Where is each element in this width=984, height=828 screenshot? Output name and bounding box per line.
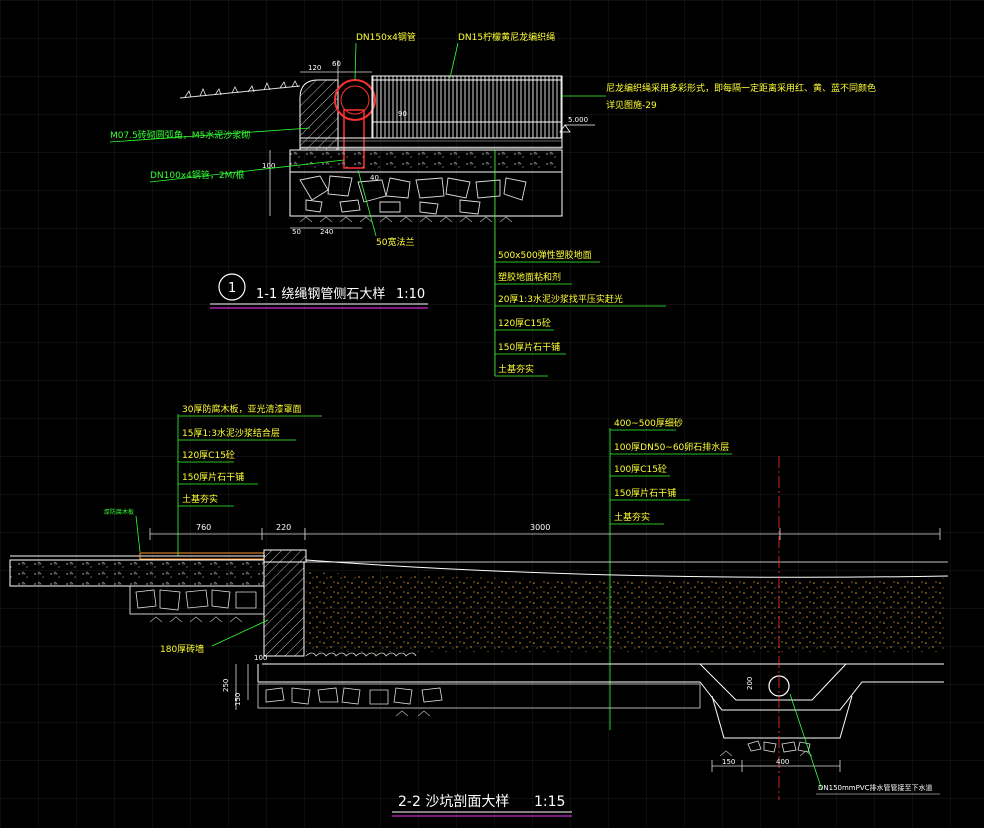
right-layer-0: 400~500厚细砂	[614, 417, 683, 429]
layer1-item-0: 500x500弹性塑胶地面	[498, 249, 592, 261]
stone-base	[257, 683, 701, 709]
dim-40: 40	[370, 174, 379, 182]
dn150-pipe-inner	[340, 85, 370, 115]
label-rope-note2: 详见图施-29	[606, 99, 657, 111]
detail2-left-dims	[235, 664, 249, 710]
detail2-title: 2-2 沙坑剖面大样	[398, 794, 509, 810]
dim-3000: 3000	[530, 523, 550, 532]
label-rope-note1: 尼龙编织绳采用多彩形式，即每隔一定距离采用红、黄、蓝不同颜色	[606, 82, 876, 94]
left-layer-3: 150厚片石干铺	[182, 471, 244, 483]
detail1-dimensions	[269, 60, 372, 229]
label-wood-small: 厚防腐木板	[104, 508, 134, 516]
dim-200: 200	[746, 677, 754, 690]
dim-220: 220	[276, 523, 291, 532]
label-dn150: DN150x4钢管	[356, 31, 416, 43]
dim-100: 100	[262, 162, 275, 170]
layer1-item-2: 20厚1:3水泥沙浆找平压实赶光	[498, 293, 623, 305]
dim-120: 120	[308, 64, 321, 72]
trough-base	[711, 695, 853, 739]
label-drain: DN150mmPVC排水管管接至下水道	[818, 783, 933, 792]
stone-trough-pattern	[747, 740, 811, 753]
left-layer-4: 土基夯实	[182, 493, 218, 505]
rope-mesh	[371, 75, 563, 139]
stone-base-pattern	[265, 687, 443, 705]
leader-wall	[211, 619, 269, 647]
elevation-marker	[559, 124, 595, 133]
wall-cap	[263, 549, 307, 563]
layer1-item-1: 塑胶地面粘和剂	[498, 271, 561, 283]
dim-400: 400	[776, 758, 789, 766]
label-wall: 180厚砖墙	[160, 643, 204, 655]
right-layer-1: 100厚DN50~60卵石排水层	[614, 441, 729, 453]
leader-dn150	[354, 42, 357, 81]
leader-brick	[109, 127, 311, 143]
stone-pattern-1	[299, 175, 527, 215]
brick-wall	[263, 561, 305, 657]
leader-flange	[357, 169, 377, 237]
concrete-base	[257, 664, 944, 711]
layer1-item-5: 土基夯实	[498, 363, 534, 375]
detail2-bottom-dims	[711, 760, 841, 772]
detail2-scale: 1:15	[534, 794, 565, 810]
right-layer-3: 150厚片石干铺	[614, 487, 676, 499]
plastic-surface	[299, 137, 563, 149]
leader-drain	[789, 693, 823, 791]
dim-240: 240	[320, 228, 333, 236]
label-dn100: DN100x4钢管，2M/根	[150, 169, 244, 181]
label-flange: 50宽法兰	[376, 236, 414, 248]
soil-ticks-1	[299, 216, 513, 223]
leader-wood-small	[135, 515, 141, 553]
dim-50: 50	[292, 228, 301, 236]
layer1-item-4: 150厚片石干铺	[498, 341, 560, 353]
detail1-number: 1	[228, 281, 236, 296]
label-dn15: DN15柠檬黄尼龙编织绳	[458, 31, 555, 43]
dim-760: 760	[196, 523, 211, 532]
detail1-title: 1-1 绕绳钢管侧石大样	[256, 287, 385, 302]
detail1-number-circle	[218, 273, 246, 301]
concrete-left	[9, 559, 265, 587]
trough-outer	[699, 663, 847, 701]
stone-layer-1	[289, 171, 563, 217]
leader-dn100	[149, 159, 345, 183]
detail1-scale: 1:10	[396, 287, 425, 302]
sand-fill	[306, 572, 944, 652]
right-layer-4: 土基夯实	[614, 511, 650, 523]
left-layer-0: 30厚防腐木板，亚光清漆罩面	[182, 403, 301, 415]
dim-150-left: 150	[234, 693, 242, 706]
leader-dn15	[449, 42, 459, 79]
left-layer-2: 120厚C15砼	[182, 449, 235, 461]
soil-ticks-bottom	[395, 710, 813, 757]
detail-2-section: 30厚防腐木板，亚光清漆罩面 15厚1:3水泥沙浆结合层 120厚C15砼 15…	[9, 403, 949, 817]
sand-top-line	[305, 559, 949, 578]
stone-left-pattern	[135, 589, 257, 611]
dim-100-left: 100	[254, 654, 267, 662]
layer1-item-3: 120厚C15砼	[498, 317, 551, 329]
detail2-top-dimensions	[149, 528, 941, 540]
pebble-layer	[305, 652, 417, 657]
grass-tufts	[184, 80, 299, 98]
detail-1-section: 120 60 100 90 50 240 40 5.000 DN150x4钢管 …	[109, 31, 876, 377]
dim-90: 90	[398, 110, 407, 118]
brick-arc-corner	[299, 79, 339, 151]
elevation-label: 5.000	[568, 116, 588, 124]
left-layer-1: 15厚1:3水泥沙浆结合层	[182, 427, 280, 439]
label-brick: M07.5砖砌圆弧角，M5水泥沙浆砌	[110, 129, 250, 141]
dim-250: 250	[222, 679, 230, 692]
layer-list-1: 500x500弹性塑胶地面 塑胶地面粘和剂 20厚1:3水泥沙浆找平压实赶光 1…	[495, 249, 666, 377]
dim-150-bottom: 150	[722, 758, 735, 766]
soil-ticks-left	[149, 616, 243, 623]
dim-60: 60	[332, 60, 341, 68]
right-layer-2: 100厚C15砼	[614, 463, 667, 475]
concrete-layer-1	[289, 149, 563, 173]
